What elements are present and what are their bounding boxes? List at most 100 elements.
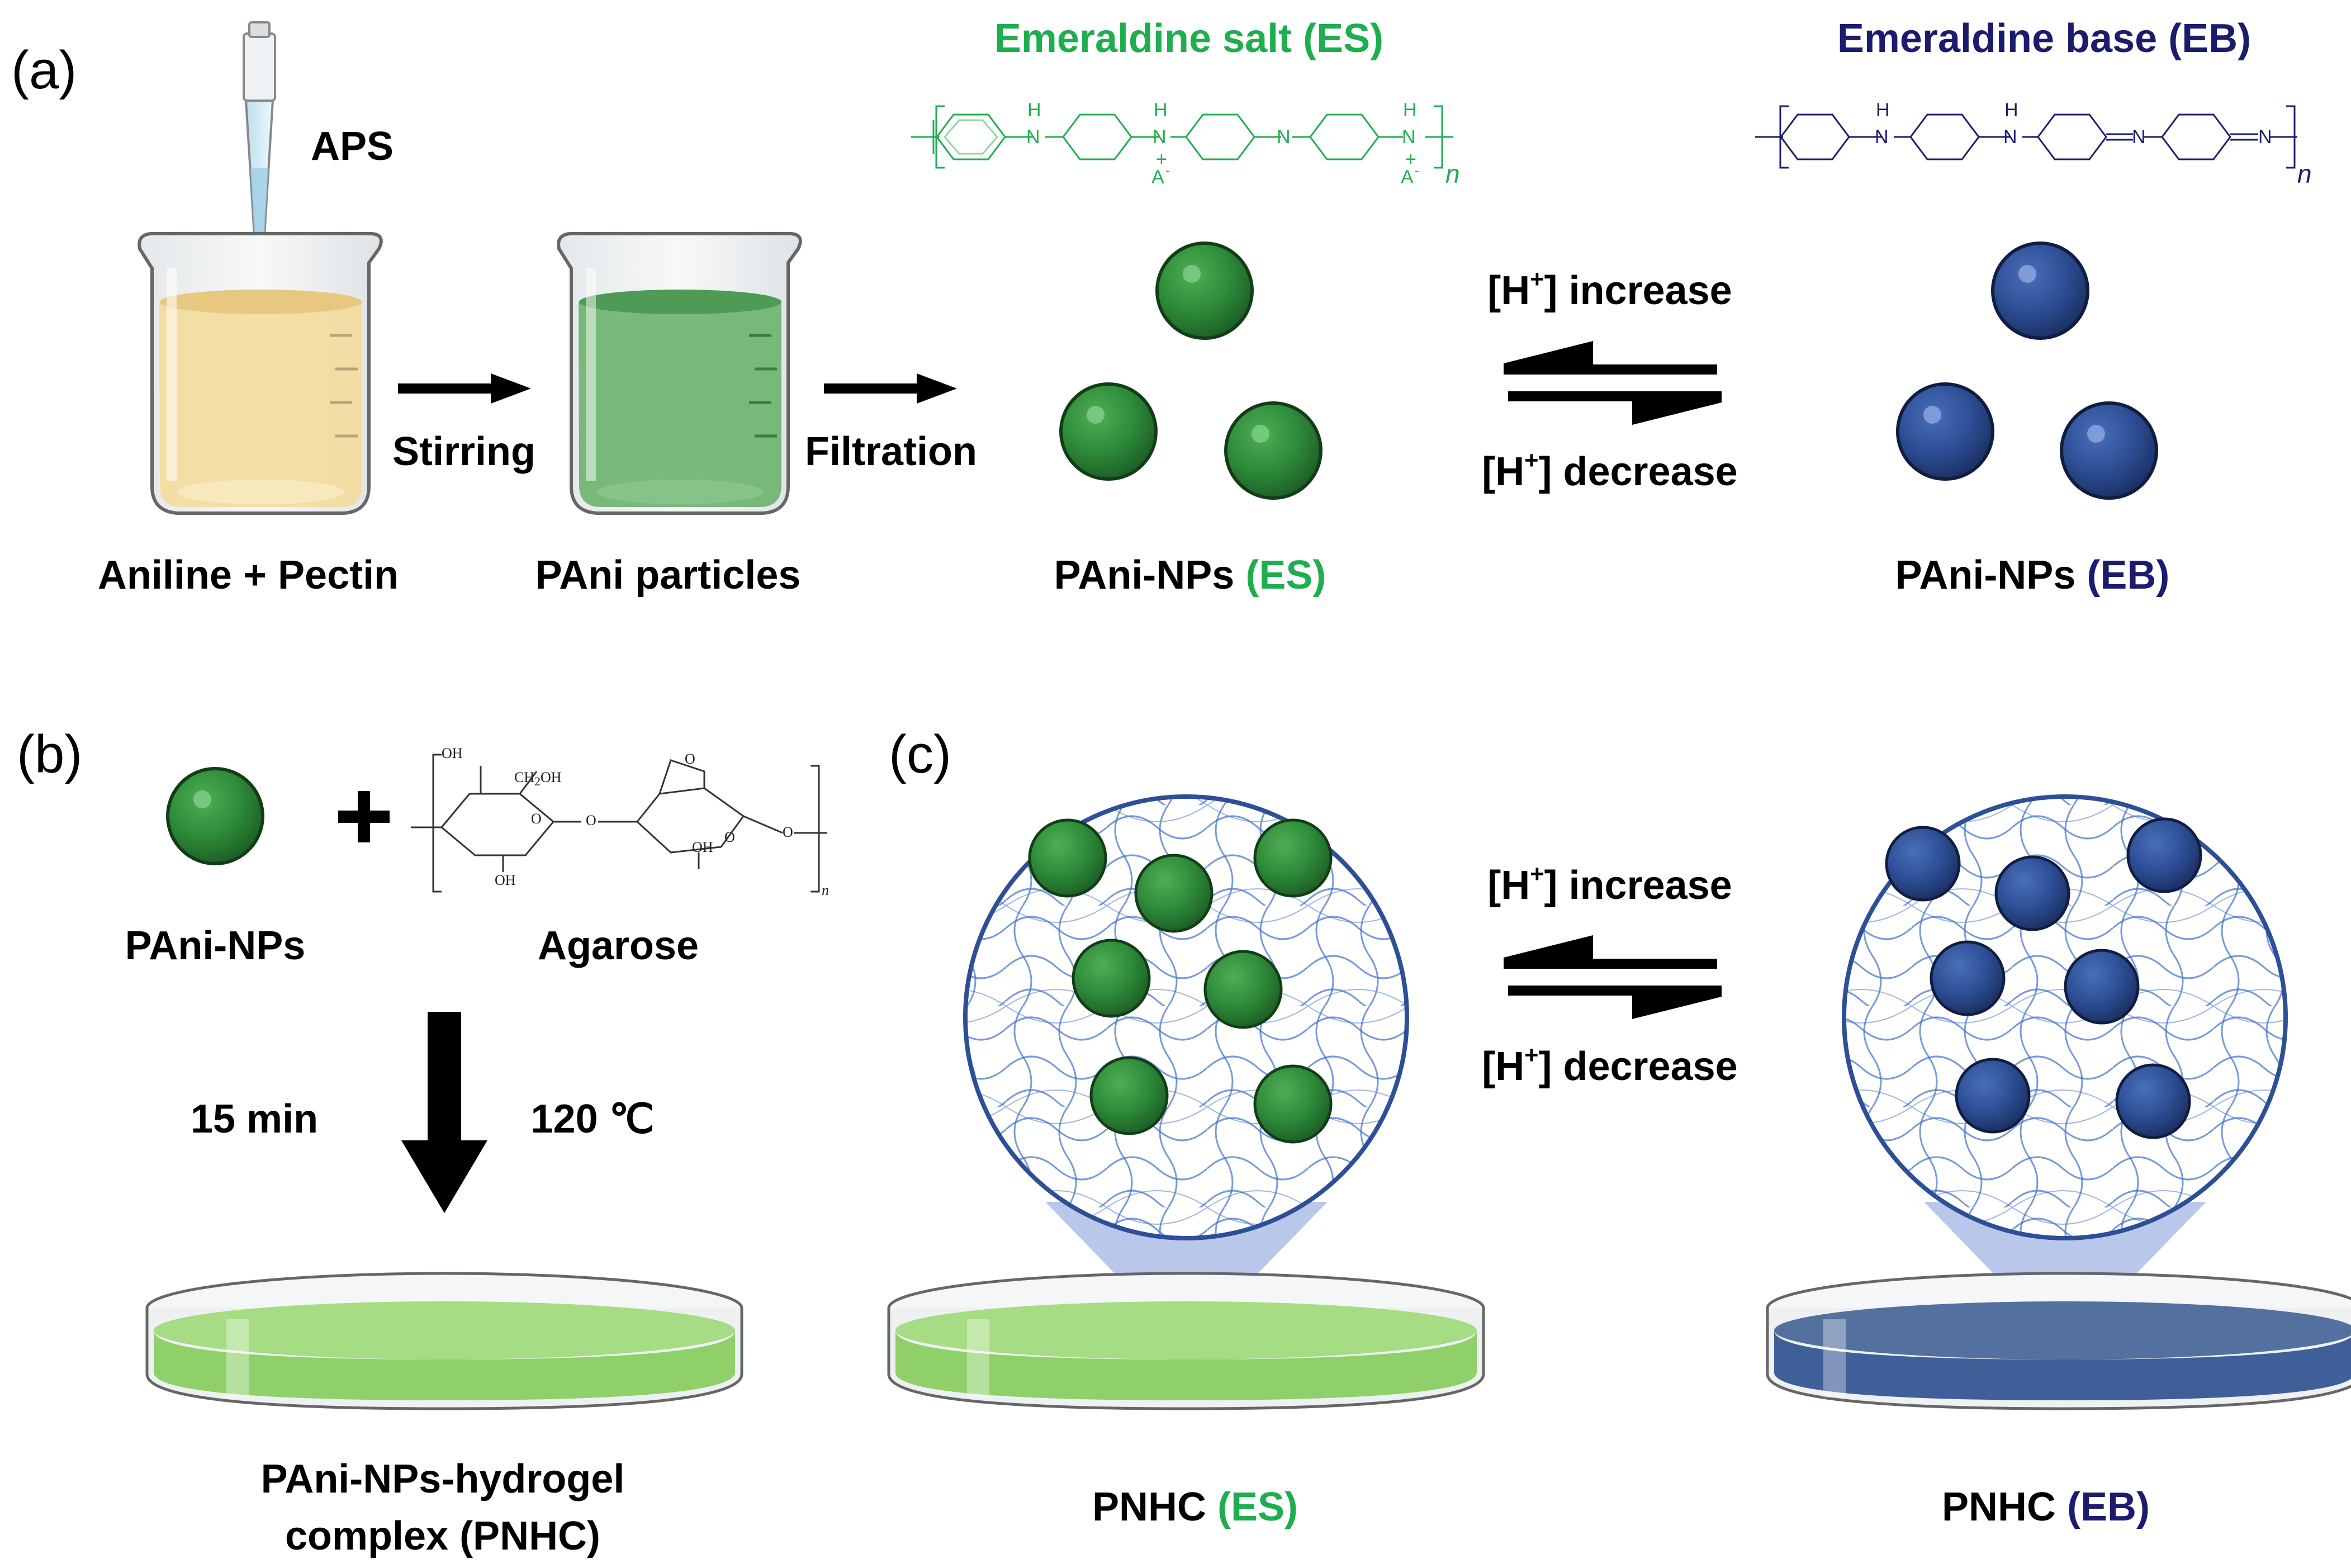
equilibrium-arrows-c-icon: [1504, 935, 1722, 1019]
increase-a-suffix: ] increase: [1544, 268, 1732, 313]
agarose-ch2oh-ch: CH: [514, 769, 535, 785]
es-h1: H: [1027, 100, 1041, 121]
es-n3: N: [1277, 126, 1291, 148]
agarose-o-ring2: O: [724, 829, 735, 845]
eb-h2: H: [2004, 100, 2018, 121]
decrease-c-prefix: [H: [1482, 1044, 1525, 1089]
eb-structure: [1755, 105, 2297, 169]
es-plus1: +: [1156, 149, 1167, 170]
es-a1: A: [1151, 167, 1164, 188]
agarose-ch2oh: CH2OH: [514, 770, 562, 788]
aniline-pectin-label: Aniline + Pectin: [97, 553, 399, 598]
increase-c-plus: +: [1530, 860, 1544, 888]
plus-b-icon: [338, 791, 390, 842]
beaker-pani-particles: [557, 232, 802, 515]
pani-particles-label: PAni particles: [535, 553, 801, 598]
agarose-ch2oh-sub: 2: [534, 775, 541, 789]
increase-c-suffix: ] increase: [1544, 863, 1732, 908]
es-title: Emeraldine salt (ES): [994, 16, 1384, 61]
agarose-o-end: O: [783, 824, 793, 840]
pani-nps-b-label: PAni-NPs: [125, 923, 306, 968]
pani-nps-es-prefix: PAni-NPs: [1054, 553, 1246, 598]
es-n4: N: [1402, 126, 1416, 148]
es-n-subscript: n: [1445, 159, 1460, 188]
temperature-label: 120 ℃: [530, 1097, 655, 1141]
pnhc-line1: PAni-NPs-hydrogel: [260, 1457, 625, 1501]
pani-nps-es-cluster: [1059, 241, 1323, 500]
es-minus1: -: [1165, 163, 1170, 178]
zoom-circle-es: [963, 794, 1409, 1240]
pnhc-eb-suffix: (EB): [2067, 1485, 2150, 1529]
increase-label-a: [H+] increase: [1487, 267, 1732, 313]
pnhc-es-label: PNHC (ES): [1092, 1487, 1298, 1527]
pnhc-eb-label: PNHC (EB): [1942, 1487, 2150, 1527]
eb-n-subscript: n: [2297, 159, 2312, 188]
pani-nps-eb-cluster: [1896, 241, 2158, 500]
beaker-aniline-pectin: [138, 232, 383, 515]
zoom-circle-eb: [1842, 794, 2288, 1240]
pani-nps-es-label: PAni-NPs (ES): [1054, 555, 1326, 595]
pnhc-line2: complex (PNHC): [285, 1514, 601, 1558]
panel-label-a: (a): [11, 40, 77, 100]
pani-nps-eb-prefix: PAni-NPs: [1895, 553, 2087, 598]
pani-nps-es-suffix: (ES): [1245, 553, 1326, 598]
panel-label-c: (c): [889, 724, 951, 784]
pnhc-es-prefix: PNHC: [1092, 1485, 1218, 1529]
decrease-a-prefix: [H: [1482, 449, 1525, 494]
pani-nps-eb-suffix: (EB): [2087, 553, 2170, 598]
decrease-c-plus: +: [1524, 1041, 1539, 1069]
eb-title: Emeraldine base (EB): [1837, 16, 2252, 61]
decrease-a-plus: +: [1524, 447, 1539, 474]
agarose-ch2oh-oh: OH: [540, 769, 562, 785]
eb-n2: N: [2003, 126, 2017, 148]
es-minus2: -: [1415, 163, 1419, 178]
petri-dish-es: [887, 1272, 1485, 1410]
agarose-oh-3: OH: [692, 839, 713, 855]
decrease-a-suffix: ] decrease: [1538, 449, 1738, 494]
eb-h1: H: [1876, 100, 1890, 121]
agarose-structure: [411, 754, 827, 893]
aps-label: APS: [311, 124, 394, 169]
agarose-oh-1: OH: [442, 745, 463, 761]
es-h3: H: [1403, 100, 1417, 121]
es-n2: N: [1153, 126, 1167, 148]
eb-n4: N: [2258, 126, 2272, 148]
panel-label-b: (b): [17, 724, 83, 784]
arrow-filtration-icon: [824, 373, 957, 404]
increase-c-prefix: [H: [1487, 863, 1530, 908]
pipette-icon: [243, 21, 276, 264]
es-structure: [911, 105, 1453, 169]
agarose-o-link: O: [586, 812, 596, 828]
arrow-stirring-icon: [398, 373, 531, 404]
pnhc-es-suffix: (ES): [1217, 1485, 1298, 1529]
es-plus2: +: [1405, 149, 1416, 170]
time-label: 15 min: [190, 1097, 319, 1141]
petri-dish-pnhc: [145, 1272, 743, 1410]
equilibrium-arrows-a-icon: [1504, 341, 1722, 425]
eb-n3: N: [2132, 126, 2146, 148]
decrease-label-c: [H+] decrease: [1482, 1043, 1738, 1089]
increase-label-c: [H+] increase: [1487, 862, 1732, 908]
eb-n1: N: [1875, 126, 1889, 148]
pani-np-b: [166, 767, 264, 865]
agarose-o-bridge: O: [685, 751, 695, 767]
down-arrow-b-icon: [401, 1012, 487, 1213]
es-h2: H: [1154, 100, 1168, 121]
agarose-n-subscript: n: [822, 882, 829, 898]
pani-nps-eb-label: PAni-NPs (EB): [1895, 555, 2170, 595]
decrease-label-a: [H+] decrease: [1482, 448, 1738, 494]
es-a2: A: [1401, 167, 1414, 188]
decrease-c-suffix: ] decrease: [1538, 1044, 1738, 1089]
agarose-o-ring1: O: [531, 811, 542, 827]
agarose-label: Agarose: [537, 923, 699, 968]
agarose-oh-2: OH: [495, 872, 516, 888]
es-n1: N: [1026, 126, 1040, 148]
stirring-label: Stirring: [392, 429, 536, 474]
increase-a-prefix: [H: [1487, 268, 1530, 313]
filtration-label: Filtration: [805, 429, 977, 474]
petri-dish-eb: [1766, 1272, 2351, 1410]
pnhc-eb-prefix: PNHC: [1942, 1485, 2068, 1529]
increase-a-plus: +: [1530, 266, 1544, 293]
